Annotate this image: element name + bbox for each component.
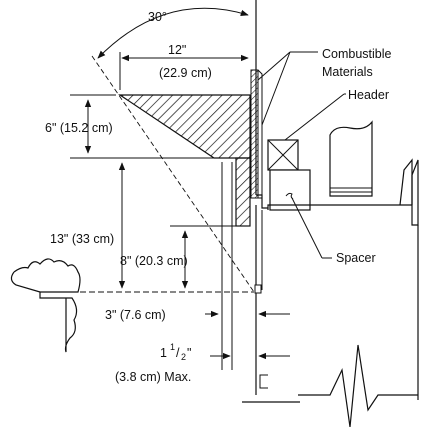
counter-left-edge <box>10 271 41 293</box>
hood-hatched <box>118 94 251 159</box>
depth-label-cm: (22.9 cm) <box>159 66 212 80</box>
combustible-label-2: Materials <box>322 65 373 79</box>
break-line <box>298 344 418 428</box>
flue-pipe <box>329 120 373 197</box>
combustible-leader-1 <box>257 51 291 81</box>
appliance-tab <box>254 284 262 294</box>
angle-arc <box>97 7 249 59</box>
angle-label: 30° <box>148 10 167 24</box>
spacer-clip <box>285 192 294 200</box>
gap-label-slash: / <box>176 346 180 360</box>
gap-label-cm: (3.8 cm) Max. <box>115 370 191 384</box>
dim8-label: 8" (20.3 cm) <box>120 254 188 268</box>
header-label: Header <box>348 88 389 102</box>
appliance-fin <box>399 158 413 206</box>
dim6-label: 6" (15.2 cm) <box>45 121 113 135</box>
combustible-leader-2 <box>261 51 291 126</box>
gap-label-num: 1 <box>170 342 175 352</box>
combustible-strip <box>250 69 259 199</box>
dim13-label: 13" (33 cm) <box>50 232 114 246</box>
dim3-label: 3" (7.6 cm) <box>105 308 166 322</box>
combustible-label-1: Combustible <box>322 47 392 61</box>
spacer-label: Spacer <box>336 251 376 265</box>
combustible-top <box>251 69 263 199</box>
appliance-top <box>256 159 419 226</box>
gap-label-whole: 1 <box>160 346 167 360</box>
spacer-box <box>269 169 311 211</box>
gap-label-tail: " <box>187 346 191 360</box>
header-leader <box>284 93 345 141</box>
gap-label-den: 2 <box>181 352 186 362</box>
spacer-leader <box>291 197 323 259</box>
depth-label-in: 12" <box>168 43 186 57</box>
counter-outline <box>13 258 81 353</box>
header-block <box>267 139 299 171</box>
wall-cabinet <box>235 157 251 227</box>
bracket <box>259 374 268 389</box>
